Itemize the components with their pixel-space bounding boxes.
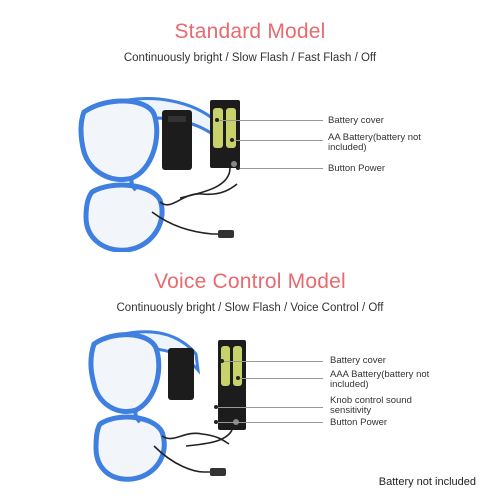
voice-button-power-leader-line (218, 422, 323, 423)
voice-battery-cover-leader-line (224, 361, 323, 362)
button-power-leader-line (240, 168, 323, 169)
aa-battery-pointer-dot (230, 138, 234, 142)
aaa-battery-pointer-dot (236, 376, 240, 380)
el-glasses-standard-image (78, 97, 238, 252)
button-power-pointer-dot (236, 166, 240, 170)
knob-pointer-dot (214, 405, 218, 409)
button-power-label: Button Power (328, 163, 386, 174)
battery-pack-voice-image (168, 340, 246, 447)
battery-not-included-note: Battery not included (378, 476, 476, 488)
aaa-battery-label: AAA Battery(battery not included) (330, 369, 430, 390)
voice-button-power-pointer-dot (214, 420, 218, 424)
voice-model-title: Voice Control Model (154, 270, 346, 293)
knob-label: Knob control sound sensitivity (330, 395, 412, 416)
battery-cover-leader-line (219, 120, 323, 121)
knob-leader-line (218, 407, 323, 408)
aa-battery-leader-line (234, 140, 323, 141)
battery-cover-label: Battery cover (328, 115, 384, 126)
battery-cover-pointer-dot (215, 118, 219, 122)
voice-button-power-label: Button Power (330, 417, 388, 428)
voice-battery-cover-label: Battery cover (330, 355, 386, 366)
aa-battery-label: AA Battery(battery not included) (328, 132, 421, 153)
aaa-battery-leader-line (240, 378, 323, 379)
battery-pack-standard-image (162, 100, 240, 199)
voice-modes-text: Continuously bright / Slow Flash / Voice… (116, 302, 384, 314)
voice-battery-cover-pointer-dot (220, 359, 224, 363)
standard-model-title: Standard Model (174, 20, 326, 43)
el-glasses-voice-image (88, 330, 230, 482)
standard-modes-text: Continuously bright / Slow Flash / Fast … (123, 52, 377, 64)
